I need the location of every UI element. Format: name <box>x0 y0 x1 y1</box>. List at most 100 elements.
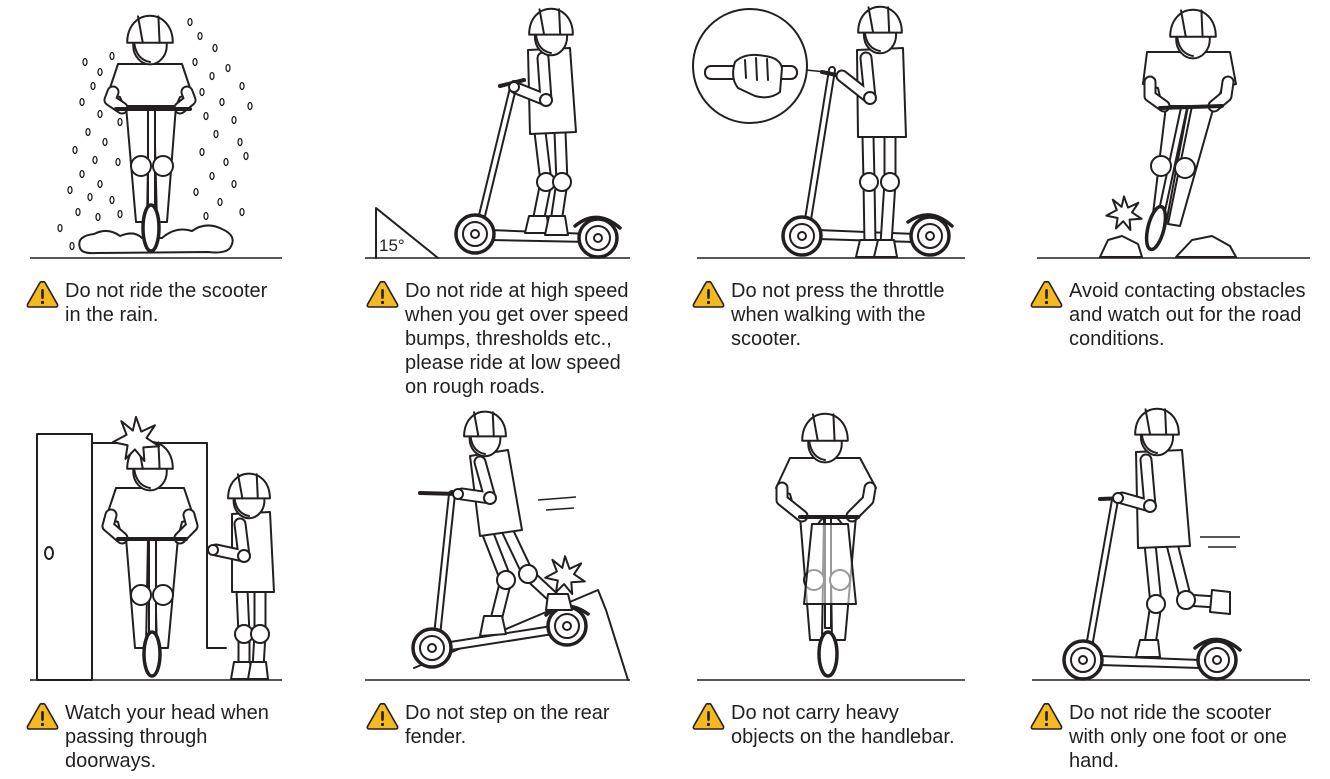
hand <box>208 545 218 555</box>
boot <box>1136 640 1160 657</box>
hand <box>453 489 463 499</box>
rear-wheel <box>909 215 951 257</box>
elbow <box>238 550 250 562</box>
elbow <box>484 492 496 504</box>
scooter-stem <box>434 492 454 647</box>
illustration-speed-bump: 15° <box>365 7 630 258</box>
warning-icon <box>26 702 59 730</box>
elbow <box>540 94 552 106</box>
caption-rear-fender: Do not step on the rear fender. <box>366 701 610 749</box>
rider <box>1113 407 1230 657</box>
knee-pad <box>1147 595 1165 613</box>
caption-line: Avoid contacting obstacles <box>1069 280 1306 302</box>
boot <box>545 216 568 235</box>
caption-line: Do not ride the scooter <box>65 280 268 302</box>
caption-line: doorways. <box>65 750 157 772</box>
caption-text: Do not ride the scooter in the rain. <box>65 279 267 327</box>
front-wheel <box>411 627 453 669</box>
caption-speed-bump: Do not ride at high speed when you get o… <box>366 279 629 399</box>
caption-line: with only one foot or one <box>1069 726 1287 748</box>
caption-text: Do not press the throttle when walking w… <box>731 279 944 351</box>
raindrop <box>197 31 203 41</box>
boot <box>874 240 897 257</box>
boot <box>1210 590 1230 614</box>
raindrop <box>109 195 115 205</box>
scooter-stem <box>1085 498 1117 660</box>
raindrop <box>247 101 253 111</box>
walker <box>208 472 274 679</box>
front-wheel <box>1062 639 1104 681</box>
caption-line: hand. <box>1069 750 1120 772</box>
caption-line: bumps, thresholds etc., <box>405 328 612 350</box>
rock <box>1100 236 1142 257</box>
boot <box>248 662 268 679</box>
raindrop <box>67 185 73 195</box>
handlebar <box>418 491 460 496</box>
rider <box>1143 8 1236 251</box>
raindrop <box>192 57 198 67</box>
caption-walking: Do not press the throttle when walking w… <box>692 279 944 351</box>
caption-heavy-objects: Do not carry heavy objects on the handle… <box>692 701 955 749</box>
illustration-heavy-objects <box>697 412 965 681</box>
caption-text: Do not carry heavy objects on the handle… <box>731 701 955 749</box>
caption-line: Watch your head when <box>65 702 269 724</box>
caption-line: and watch out for the road <box>1069 304 1302 326</box>
raindrop <box>92 155 98 165</box>
front-wheel <box>819 632 837 676</box>
front-wheel <box>454 213 496 255</box>
raindrop <box>213 129 219 139</box>
raindrop <box>82 57 88 67</box>
caption-line: objects on the handlebar. <box>731 726 955 748</box>
raindrop <box>85 127 91 137</box>
warning-icon <box>1030 280 1063 308</box>
illustration-rear-fender <box>365 410 630 680</box>
rider <box>103 14 197 251</box>
raindrop <box>239 81 245 91</box>
knee-pad <box>251 625 269 643</box>
knee-pad <box>131 585 151 605</box>
raindrop <box>231 179 237 189</box>
caption-line: please ride at low speed <box>405 352 621 374</box>
raindrop <box>225 63 231 73</box>
rear-fender <box>908 215 952 226</box>
caption-text: Do not ride the scooter with only one fo… <box>1069 701 1287 773</box>
raindrop <box>79 169 85 179</box>
hand <box>1113 493 1123 503</box>
raindrop <box>193 187 199 197</box>
helmet <box>125 14 175 66</box>
walker <box>835 5 906 257</box>
warning-icon <box>366 280 399 308</box>
caption-line: Do not carry heavy <box>731 702 899 724</box>
illustration-one-foot <box>1032 407 1310 681</box>
helmet <box>463 410 507 458</box>
handlebar <box>1158 104 1224 110</box>
helmet <box>857 5 903 55</box>
raindrop <box>209 171 215 181</box>
arms <box>777 483 875 521</box>
knee-pad <box>497 571 515 589</box>
knee-pad <box>153 156 173 176</box>
arms <box>103 510 197 543</box>
raindrop <box>203 211 209 221</box>
raindrop <box>97 67 103 77</box>
raindrop <box>223 157 229 167</box>
boot <box>546 594 572 610</box>
hanging-bag <box>804 524 856 604</box>
caption-rain: Do not ride the scooter in the rain. <box>26 279 267 327</box>
elbow <box>1144 500 1156 512</box>
caption-obstacles: Avoid contacting obstacles and watch out… <box>1030 279 1305 351</box>
raindrops <box>57 17 253 251</box>
front-wheel <box>143 205 159 251</box>
arms <box>1145 77 1233 111</box>
raindrop <box>115 157 121 167</box>
raindrop <box>117 117 123 127</box>
caption-line: Do not ride at high speed <box>405 280 629 302</box>
hand <box>509 82 519 92</box>
caption-line: in the rain. <box>65 304 159 326</box>
raindrop <box>203 111 209 121</box>
rider <box>776 412 876 676</box>
raindrop <box>199 147 205 157</box>
arms <box>105 87 195 113</box>
raindrop <box>72 145 78 155</box>
